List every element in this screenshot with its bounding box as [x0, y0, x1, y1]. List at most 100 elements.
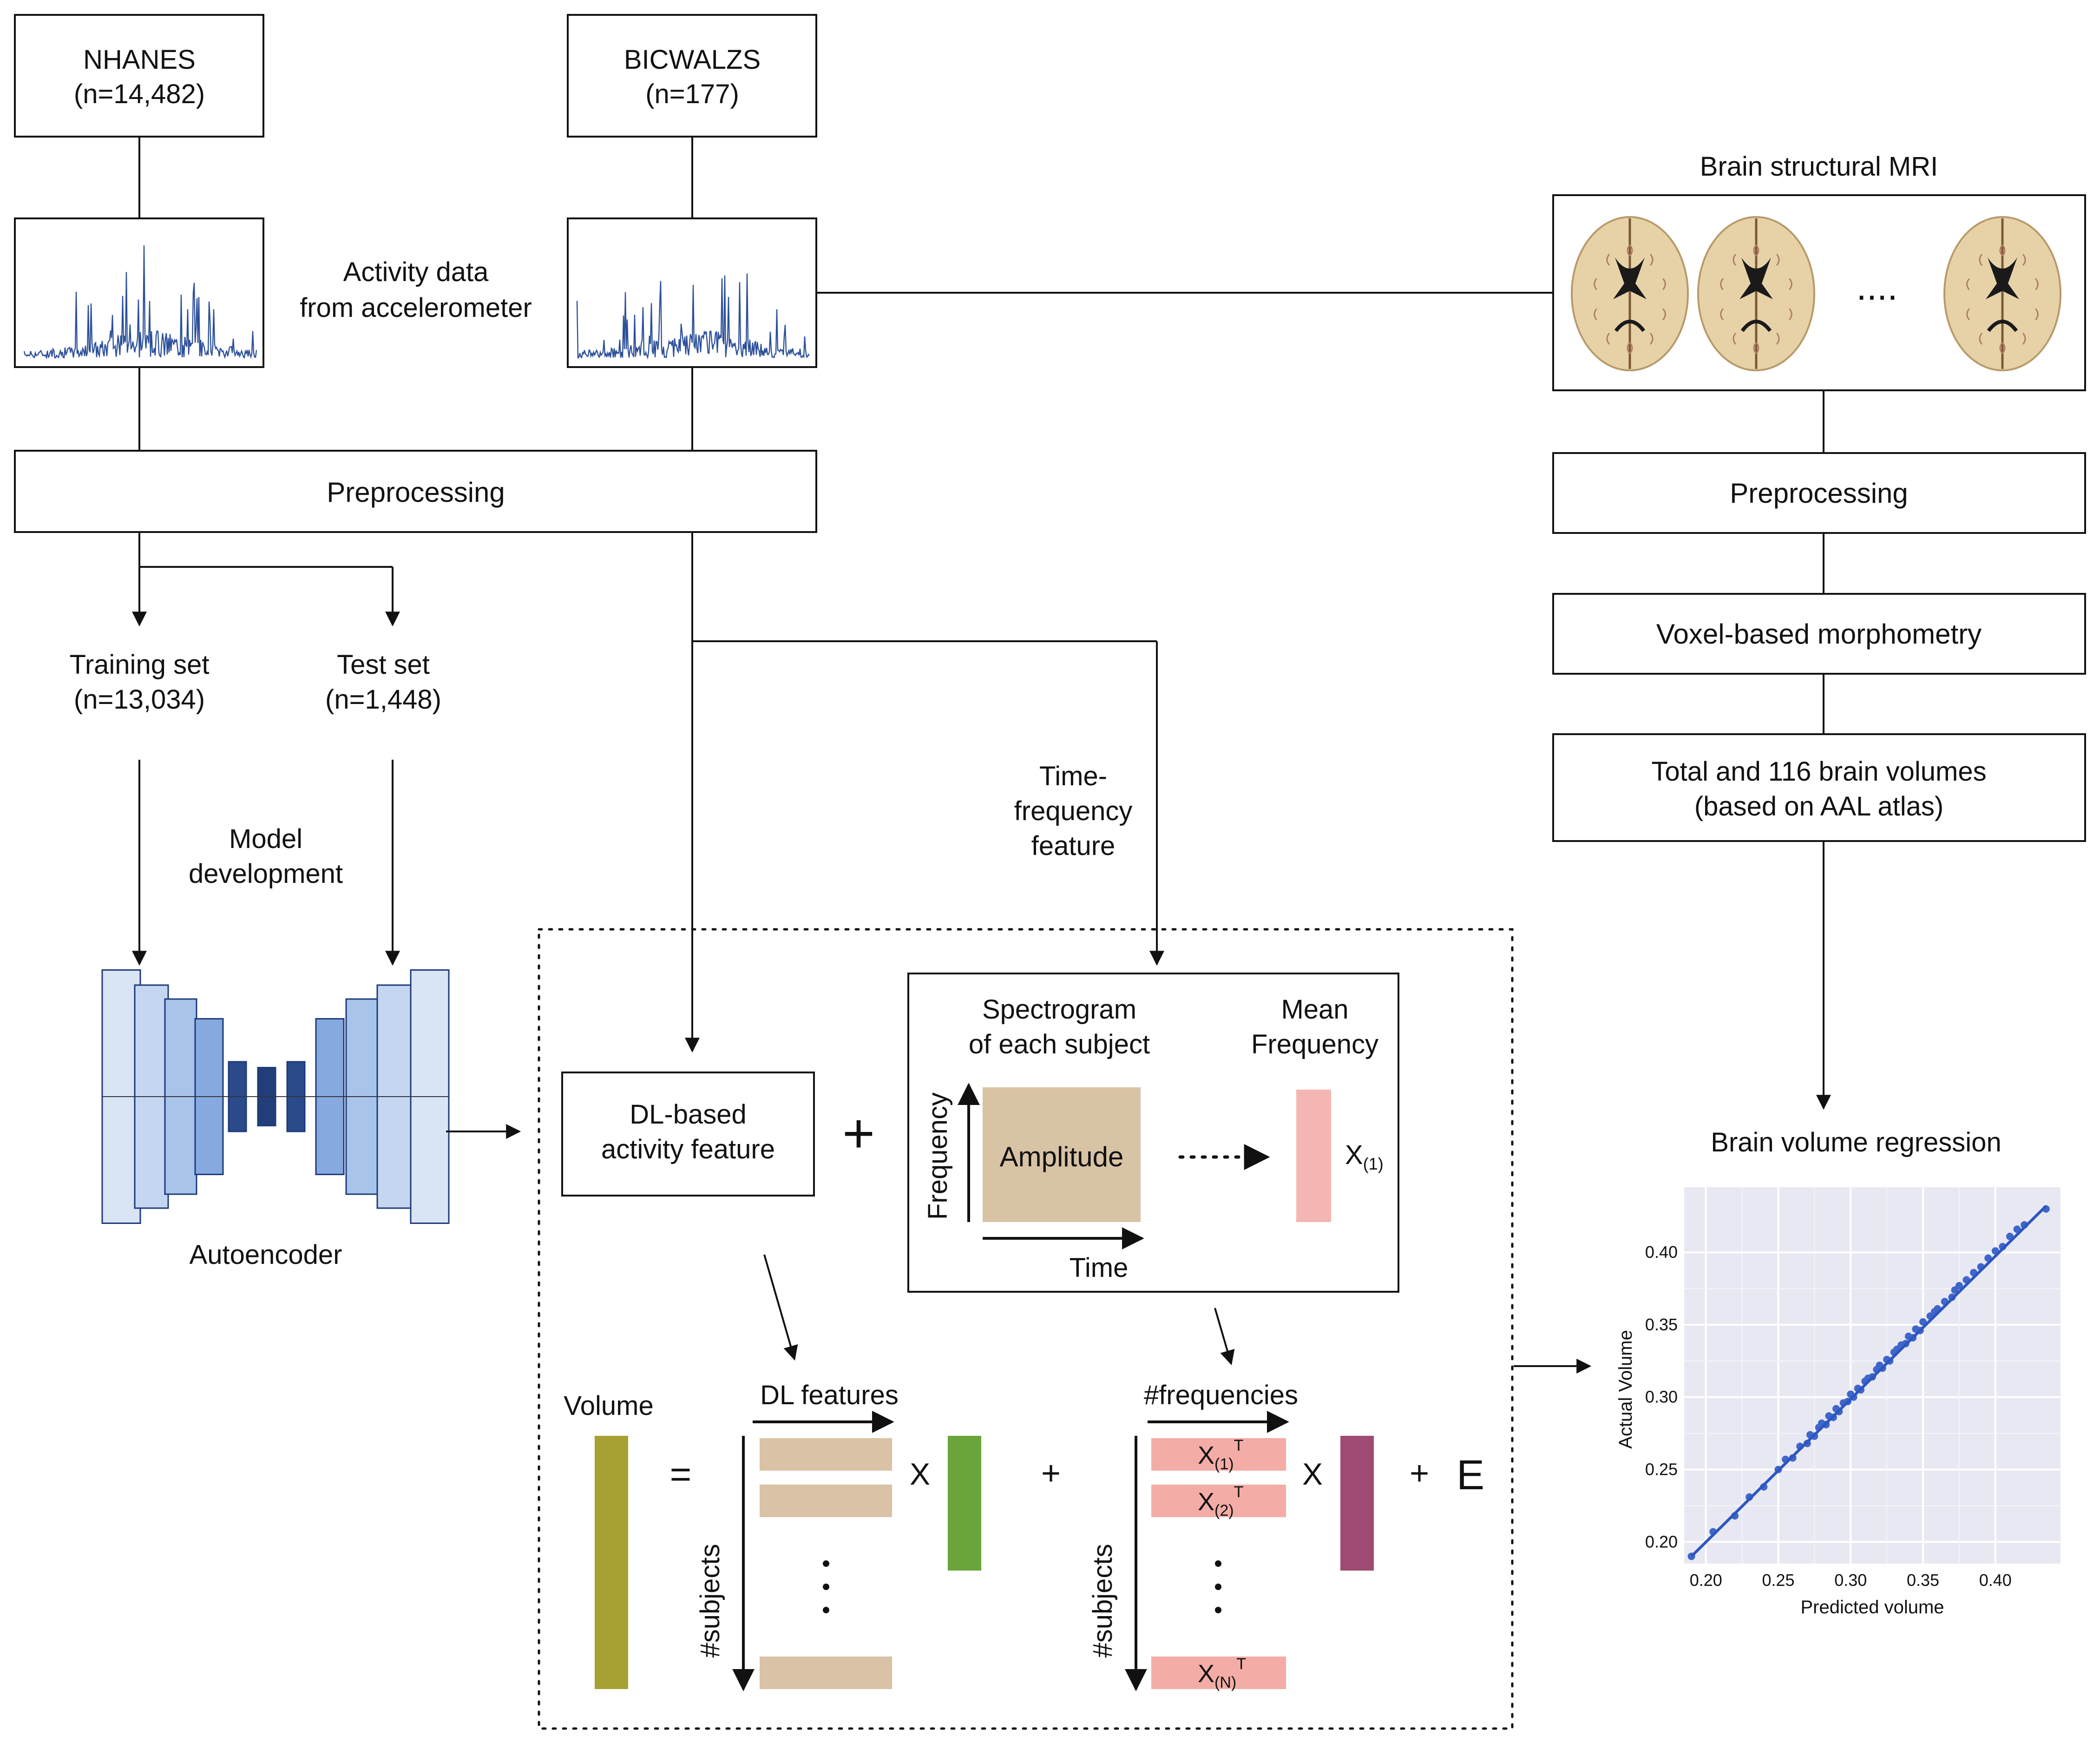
vbm-box [1552, 593, 2086, 675]
brain-volumes-line1: Total and 116 brain volumes [1651, 756, 1986, 787]
mean-frequency-vector [1296, 1090, 1331, 1222]
dl-feature-line1: DL-based [630, 1099, 746, 1130]
data-point [1919, 1318, 1927, 1326]
brain-gyrus [1732, 254, 1737, 266]
brain-gyrus [1753, 244, 1757, 256]
mean-frequency-line1: Mean [1281, 994, 1348, 1025]
connector [763, 1254, 798, 1361]
brain-gyrus [1649, 332, 1654, 345]
ellipsis-dot [1215, 1584, 1221, 1590]
ellipsis-dot [1215, 1607, 1221, 1613]
dl-feature-row [760, 1438, 892, 1471]
mri-title: Brain structural MRI [1700, 151, 1938, 182]
y-tick-label: 0.25 [1645, 1460, 1678, 1479]
nhanes-name: NHANES [83, 45, 196, 75]
y-tick-label: 0.20 [1645, 1532, 1678, 1551]
activity-label-line1: Activity data [343, 257, 489, 287]
ellipsis-dot [823, 1607, 829, 1613]
equals-sign: = [670, 1453, 692, 1495]
activity-preprocessing-label: Preprocessing [327, 477, 505, 508]
training-set-count: (n=13,034) [74, 684, 205, 715]
brain-gyrus [1789, 278, 1792, 290]
frequency-coefficient-vector [1340, 1436, 1374, 1571]
tf-feature-line3: feature [1031, 831, 1116, 861]
plus-sign-2: + [1041, 1455, 1061, 1492]
amplitude-label: Amplitude [1000, 1141, 1124, 1172]
brain-posterior-horns [1740, 320, 1772, 332]
mri-ellipsis: .... [1857, 266, 1898, 308]
brain-gyrus [1966, 308, 1970, 321]
data-point [1955, 1282, 1963, 1289]
spectrogram-title-line2: of each subject [969, 1029, 1150, 1059]
model-development-line2: development [189, 859, 343, 889]
dl-coefficient-vector [948, 1436, 981, 1571]
plus-sign: + [842, 1102, 875, 1164]
brain-gyrus [1999, 342, 2003, 354]
brain-gyrus [1606, 332, 1610, 345]
regression-title: Brain volume regression [1711, 1127, 2001, 1157]
times-sign: X [1302, 1457, 1323, 1491]
brain-gyrus [1629, 342, 1633, 354]
tf-feature-line2: frequency [1014, 796, 1133, 826]
training-set-label: Training set [70, 650, 210, 680]
brain-gyrus [2022, 254, 2026, 266]
volume-vector [595, 1436, 628, 1689]
frequency-axis-label: Frequency [923, 1092, 953, 1220]
frequency-row-label: X(N)T [1198, 1655, 1246, 1691]
mri-preprocessing-label: Preprocessing [1730, 478, 1908, 509]
vbm-label: Voxel-based morphometry [1656, 618, 1982, 650]
ellipsis-dot [823, 1560, 829, 1567]
activity-signal [576, 273, 810, 360]
test-set-count: (n=1,448) [325, 684, 441, 715]
brain-posterior-horns [1987, 320, 2018, 332]
x-tick-label: 0.35 [1907, 1571, 1939, 1590]
mean-frequency-line2: Frequency [1251, 1029, 1378, 1059]
brain-gyrus [2035, 308, 2039, 321]
times-sign: X [910, 1457, 930, 1491]
brain-gyrus [2002, 342, 2006, 354]
plus-sign-3: + [1410, 1455, 1429, 1492]
bicwalzs-activity-plot [567, 217, 817, 368]
brain-gyrus [1629, 244, 1633, 256]
brain-gyrus [2035, 278, 2039, 290]
brain-gyrus [2002, 244, 2006, 256]
bicwalzs-box [567, 14, 817, 138]
ellipsis-dot [823, 1584, 829, 1590]
brain-gyrus [1627, 244, 1631, 256]
volume-label: Volume [564, 1391, 653, 1421]
nhanes-count: (n=14,482) [74, 79, 205, 109]
activity-label-line2: from accelerometer [300, 293, 532, 323]
dl-feature-row [760, 1657, 892, 1689]
x-tick-label: 0.20 [1690, 1571, 1722, 1590]
brain-gyrus [1606, 254, 1610, 266]
frequency-row-label: X(2)T [1198, 1483, 1243, 1519]
mri-preprocessing-box [1552, 452, 2086, 534]
brain-images [1571, 216, 2061, 371]
frequency-row-label: X(1)T [1198, 1437, 1243, 1473]
y-tick-label: 0.40 [1645, 1243, 1678, 1262]
brain-gyrus [1755, 244, 1759, 256]
test-set-label: Test set [337, 650, 430, 680]
dl-feature-row [760, 1485, 892, 1517]
dl-features-label: DL features [760, 1380, 899, 1410]
error-term: E [1457, 1452, 1484, 1499]
activity-preprocessing-box [14, 450, 817, 533]
brain-gyrus [1753, 342, 1757, 354]
model-development-line1: Model [229, 824, 302, 854]
dl-feature-line2: activity feature [601, 1134, 775, 1164]
brain-gyrus [1627, 342, 1631, 354]
brain-gyrus [1755, 342, 1759, 354]
tf-feature-line1: Time- [1039, 761, 1107, 791]
brain-gyrus [1594, 308, 1597, 321]
regression-ylabel: Actual Volume [1615, 1330, 1636, 1449]
brain-gyrus [1649, 254, 1654, 266]
frequency-row [1151, 1657, 1286, 1689]
brain-ventricles [1739, 257, 1773, 299]
bicwalzs-count: (n=177) [645, 79, 739, 109]
frequencies-label: #frequencies [1144, 1380, 1298, 1410]
spectrogram-title-line1: Spectrogram [982, 994, 1136, 1025]
brain-volumes-box [1552, 733, 2086, 842]
subjects-label: #subjects [1088, 1544, 1118, 1657]
activity-signal [23, 245, 257, 360]
